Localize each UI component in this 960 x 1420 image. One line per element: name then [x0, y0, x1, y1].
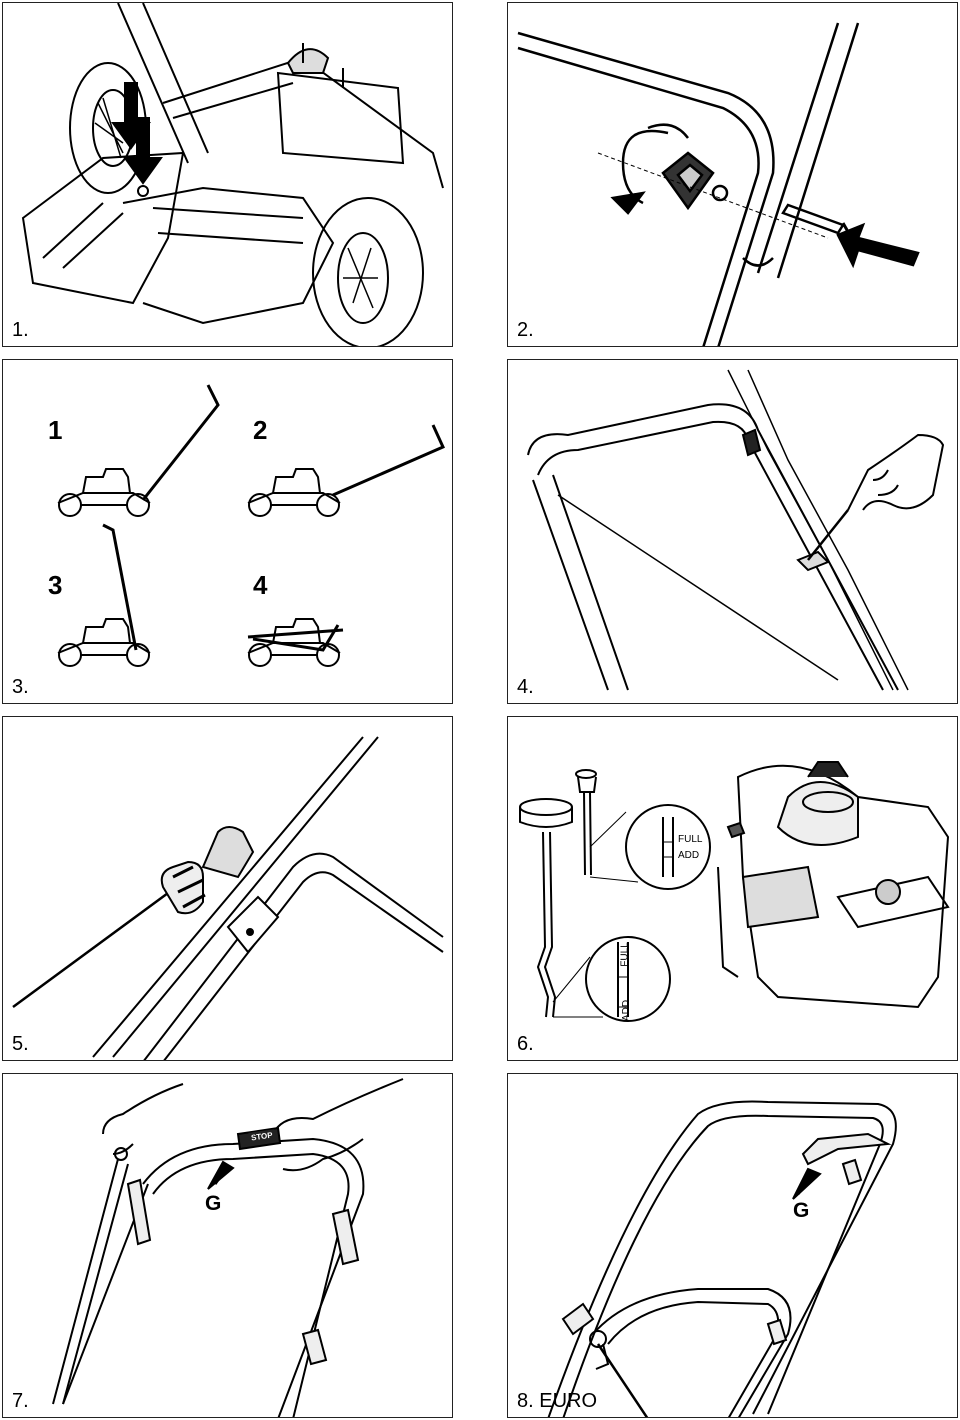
panel-7: STOP G 7.: [2, 1073, 453, 1418]
panel-caption: 4.: [517, 676, 534, 698]
panel-caption: 5.: [12, 1033, 29, 1055]
handle-height-positions-illustration: [57, 384, 445, 667]
gauge-mark-add: ADD: [678, 850, 700, 861]
part-letter-g: G: [793, 1199, 810, 1222]
euro-handle-illustration: [547, 1100, 897, 1417]
handle-bolt-illustration: [517, 22, 920, 346]
position-label-2: 2: [253, 415, 268, 445]
panel-3: 1 2 3 4 3.: [2, 359, 453, 704]
panel-caption: 7.: [12, 1390, 29, 1412]
panel-caption: 6.: [517, 1033, 534, 1055]
position-label-3: 3: [48, 570, 63, 600]
panel-caption: 1.: [12, 319, 29, 341]
position-label-4: 4: [253, 570, 268, 600]
cable-routing-illustration: [12, 736, 444, 1060]
position-label-1: 1: [48, 415, 63, 445]
panel-6: FULL ADD FULL ADD 6.: [507, 716, 958, 1061]
gauge-mark-full: FULL: [678, 834, 703, 845]
part-letter-g: G: [205, 1192, 222, 1215]
panel-1: 1.: [2, 2, 453, 347]
panel-4: 4.: [507, 359, 958, 704]
gauge-mark-full-vertical: FULL: [619, 942, 631, 967]
panel-2: 2.: [507, 2, 958, 347]
handle-stop-lever-illustration: [52, 1078, 404, 1417]
oil-dipstick-engine-illustration: [519, 761, 950, 1022]
panel-8: G 8. EURO: [507, 1073, 958, 1418]
panel-caption: 3.: [12, 676, 29, 698]
grass-bag-illustration: [21, 3, 444, 346]
panel-caption: 8. EURO: [517, 1390, 598, 1412]
cable-clip-illustration: [527, 369, 945, 691]
gauge-mark-add-vertical: ADD: [621, 999, 633, 1022]
panel-5: 5.: [2, 716, 453, 1061]
panel-caption: 2.: [517, 319, 534, 341]
